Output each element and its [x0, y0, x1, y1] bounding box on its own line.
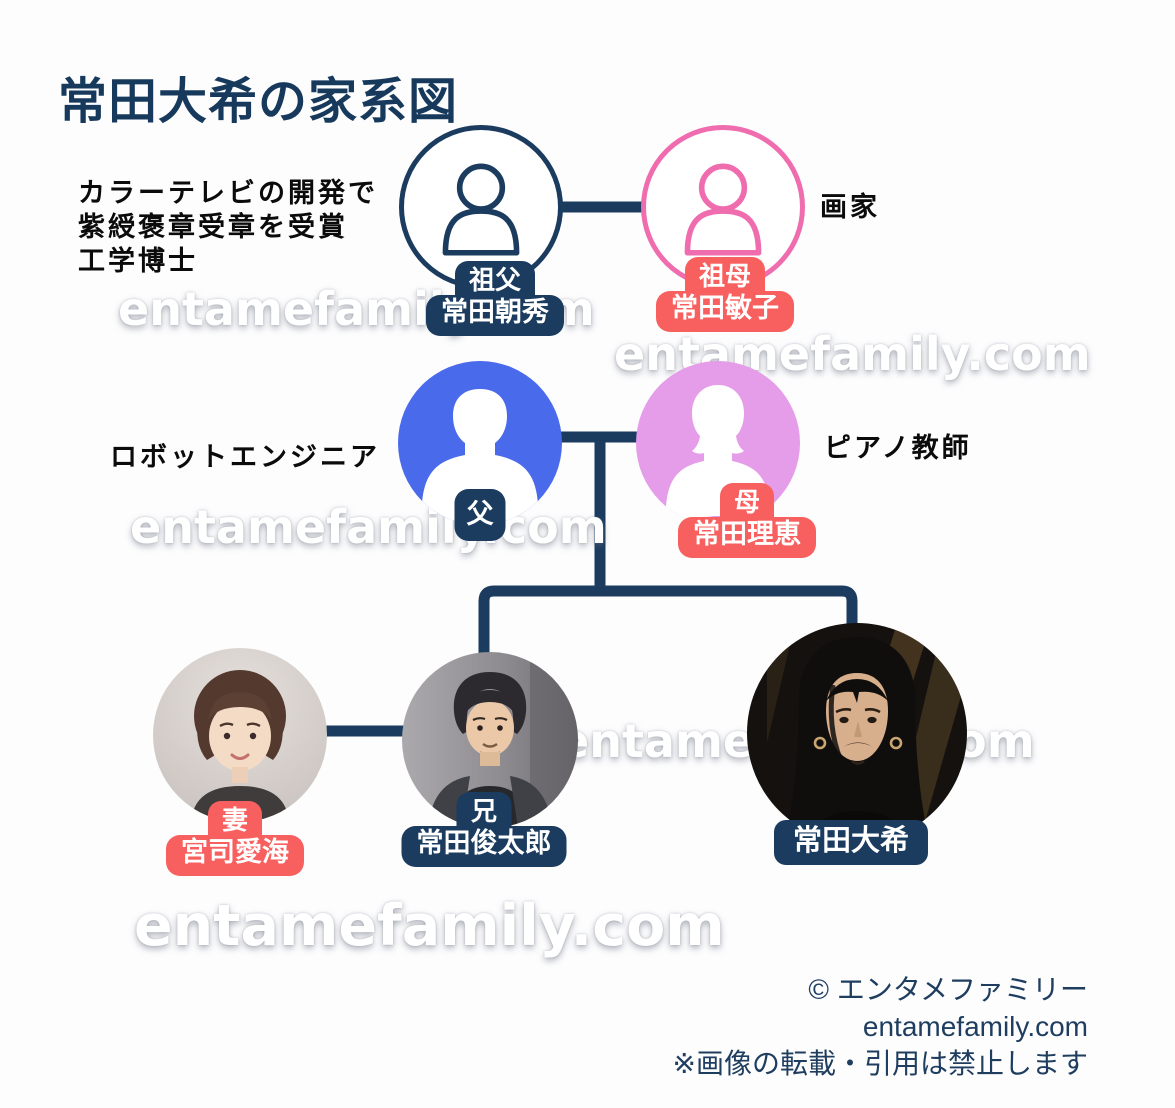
watermark: entamefamily.com	[134, 893, 725, 959]
mother-role: 母	[719, 483, 774, 518]
person-outline-icon	[442, 163, 520, 256]
page-title: 常田大希の家系図	[58, 75, 459, 129]
grandfather-note: カラーテレビの開発で 紫綬褒章受章を受賞 工学博士	[78, 178, 378, 276]
wife-badge: 妻 宮司愛海	[166, 801, 304, 876]
subject-portrait	[747, 623, 967, 843]
grandmother-name: 常田敏子	[656, 291, 794, 332]
mother-badge: 母 常田理恵	[678, 483, 816, 558]
father-avatar	[398, 361, 562, 525]
footer-site: entamefamily.com	[862, 1011, 1088, 1042]
male-silhouette-icon	[422, 389, 538, 525]
mother-note: ピアノ教師	[824, 433, 972, 463]
brother-badge: 兄 常田俊太郎	[401, 792, 567, 867]
watermark: entamefamily.com	[130, 500, 607, 554]
grandmother-avatar	[641, 125, 805, 289]
grandmother-note: 画家	[820, 192, 880, 222]
grandmother-role: 祖母	[684, 257, 765, 292]
brother-name: 常田俊太郎	[401, 826, 567, 867]
father-note: ロボットエンジニア	[110, 442, 380, 472]
grandfather-avatar	[399, 125, 563, 289]
mother-name: 常田理恵	[678, 517, 816, 558]
subject-photo	[747, 623, 967, 843]
brother-role: 兄	[456, 792, 511, 827]
person-outline-icon	[684, 163, 762, 256]
father-badge: 父	[454, 489, 506, 541]
footer-notice: ※画像の転載・引用は禁止します	[672, 1048, 1088, 1079]
footer: © エンタメファミリー entamefamily.com ※画像の転載・引用は禁…	[673, 971, 1088, 1082]
footer-copyright: © エンタメファミリー	[808, 974, 1088, 1005]
subject-badge: 常田大希	[773, 820, 929, 865]
subject-name: 常田大希	[773, 820, 929, 865]
grandfather-role: 祖父	[454, 261, 535, 296]
grandfather-badge: 祖父 常田朝秀	[426, 261, 564, 336]
father-role: 父	[454, 489, 506, 541]
grandmother-badge: 祖母 常田敏子	[656, 257, 794, 332]
grandfather-name: 常田朝秀	[426, 295, 564, 336]
wife-role: 妻	[207, 801, 262, 836]
children-branch	[478, 585, 858, 656]
wife-name: 宮司愛海	[166, 835, 304, 876]
wife-portrait	[153, 648, 327, 822]
wife-photo	[153, 648, 327, 822]
